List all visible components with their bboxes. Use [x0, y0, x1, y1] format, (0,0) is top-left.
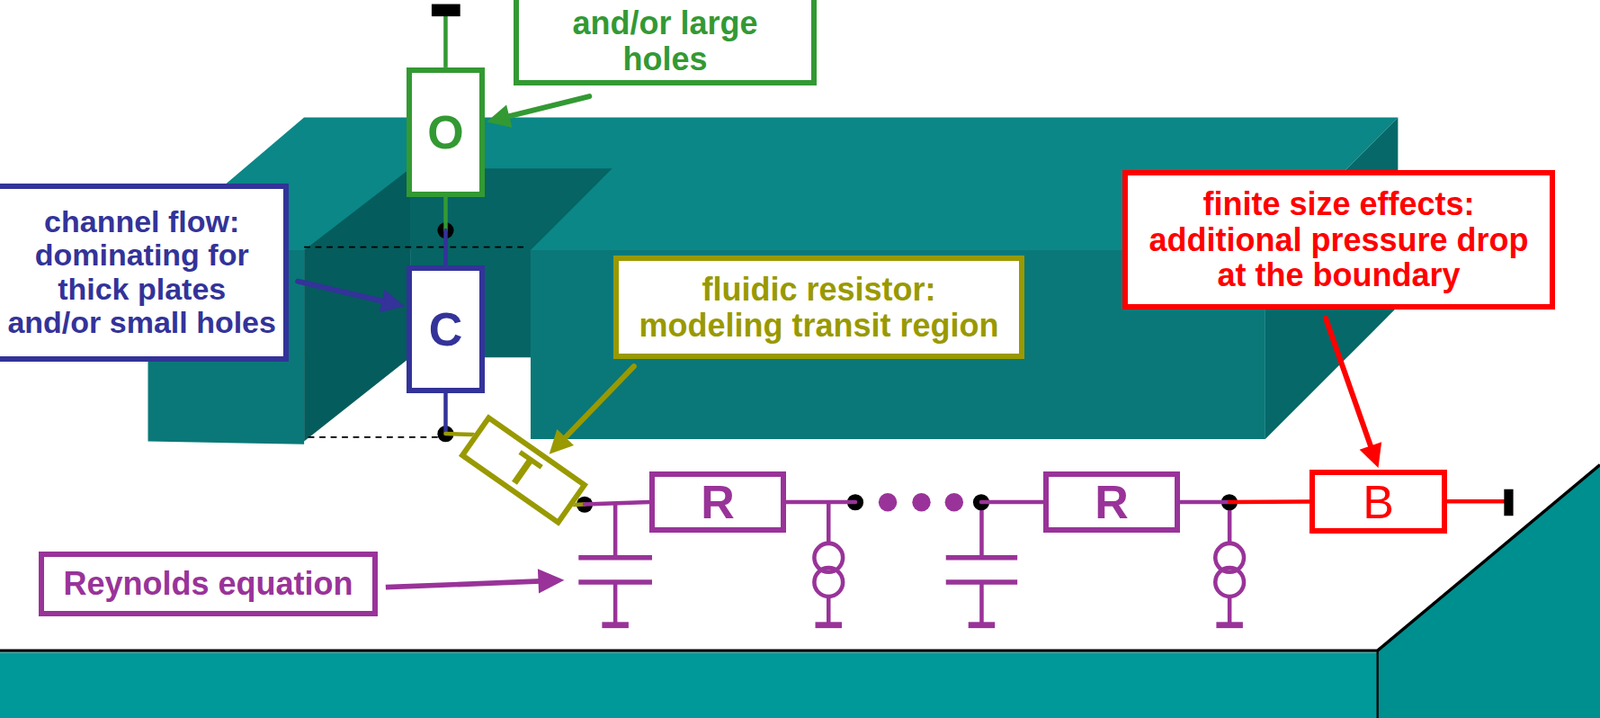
- node-label: O: [427, 108, 464, 156]
- current-source-symbol: [826, 501, 832, 543]
- capacitor-symbol: [968, 621, 995, 628]
- current-source-symbol: [815, 621, 842, 628]
- top-terminal: [443, 14, 448, 68]
- capacitor-symbol: [613, 581, 618, 626]
- node-label: B: [1362, 478, 1395, 526]
- current-source-symbol: [813, 567, 843, 597]
- node-label: T: [499, 443, 548, 496]
- capacitor-symbol: [979, 501, 984, 557]
- orifice-element: O: [406, 67, 485, 197]
- continuation-dots: [878, 492, 897, 511]
- callout-box: channel flow: dominating for thick plate…: [0, 183, 289, 362]
- leader-arrow: [385, 581, 541, 588]
- text-group: channel flow: dominating for thick plate…: [7, 205, 277, 340]
- connector-segment: [443, 196, 448, 231]
- text-group: C: [429, 305, 464, 353]
- node-label: C: [429, 305, 464, 353]
- top-plate: [303, 168, 411, 441]
- current-source-symbol: [826, 596, 832, 626]
- connector: [549, 366, 635, 455]
- leader-arrow: [385, 568, 565, 593]
- node-label: Reynolds equation: [62, 565, 353, 602]
- channel-element: C: [406, 265, 485, 394]
- leader-arrow: [537, 568, 564, 593]
- node-label: and/or large holes: [526, 5, 805, 77]
- capacitor-symbol: [613, 503, 618, 558]
- node-label: R: [1094, 478, 1129, 526]
- plate-outline-dashes: [308, 436, 450, 438]
- connector-segment: [1229, 499, 1310, 504]
- text-group: fluidic resistor: modeling transit regio…: [638, 271, 1000, 343]
- current-source-symbol: [813, 501, 843, 625]
- current-source-symbol: [1215, 621, 1243, 628]
- boundary-terminal: [1447, 499, 1507, 504]
- boundary-terminal: [1447, 489, 1514, 517]
- connector: [486, 96, 590, 128]
- boundary-element: B: [1309, 469, 1448, 534]
- connector: [446, 393, 474, 435]
- bottom-plate: [0, 652, 1378, 718]
- text-group: O: [427, 108, 464, 156]
- top-terminal: [431, 4, 461, 18]
- connector-segment: [981, 500, 1044, 505]
- connector-segment: [446, 431, 474, 437]
- callout-box: and/or large holes: [513, 0, 817, 86]
- bottom-plate: [0, 464, 1600, 651]
- plate-outline-dashes: [303, 247, 526, 438]
- connector-segment: [1325, 318, 1371, 447]
- node-label: finite size effects: additional pressure…: [1138, 186, 1539, 294]
- connector: [1179, 500, 1310, 503]
- connector-segment: [443, 230, 448, 266]
- text-group: T: [499, 443, 548, 496]
- capacitor-symbol: [601, 621, 628, 628]
- connector-segment: [786, 500, 856, 505]
- continuation-dots: [945, 492, 964, 511]
- capacitor-symbol: [946, 554, 1018, 561]
- capacitor-symbol: [578, 554, 653, 561]
- bottom-plate: [1376, 650, 1379, 718]
- connector: [786, 501, 1044, 503]
- capacitor-symbol: [979, 581, 984, 626]
- node-label: R: [700, 478, 735, 526]
- connector: [1325, 318, 1382, 468]
- continuation-dots: [878, 492, 964, 511]
- continuation-dots: [911, 492, 930, 511]
- callout-box: finite size effects: additional pressure…: [1122, 169, 1556, 310]
- connector-segment: [507, 96, 590, 117]
- capacitor-symbol: [946, 501, 1018, 625]
- transit-resistor: T: [458, 413, 589, 527]
- connector-segment: [563, 366, 635, 438]
- capacitor-symbol: [578, 503, 653, 626]
- callout-box: Reynolds equation: [38, 551, 378, 617]
- connector-segment: [297, 281, 384, 302]
- text-group: and/or large holes: [526, 5, 805, 77]
- node-label: channel flow: dominating for thick plate…: [7, 205, 277, 340]
- connector: [445, 196, 447, 266]
- connector: [573, 501, 650, 505]
- connector-segment: [584, 501, 650, 505]
- connector: [297, 281, 405, 313]
- plate-outline-dashes: [303, 246, 526, 249]
- text-group: R: [1094, 478, 1129, 526]
- connector-segment: [1179, 500, 1230, 505]
- resistor-symbol: R: [1043, 471, 1180, 533]
- current-source-symbol: [1215, 501, 1244, 625]
- text-group: Reynolds equation: [62, 565, 353, 602]
- top-terminal: [431, 4, 461, 68]
- current-source-symbol: [1215, 567, 1244, 597]
- bottom-plate: [0, 464, 1600, 718]
- resistor-symbol: R: [649, 471, 787, 533]
- callout-box: fluidic resistor: modeling transit regio…: [613, 255, 1025, 359]
- current-source-symbol: [1227, 596, 1233, 626]
- text-group: finite size effects: additional pressure…: [1138, 186, 1539, 294]
- connector-segment: [443, 393, 448, 434]
- boundary-terminal: [1503, 489, 1513, 517]
- text-group: R: [700, 478, 735, 526]
- node-label: fluidic resistor: modeling transit regio…: [638, 271, 1000, 343]
- text-group: B: [1362, 478, 1395, 526]
